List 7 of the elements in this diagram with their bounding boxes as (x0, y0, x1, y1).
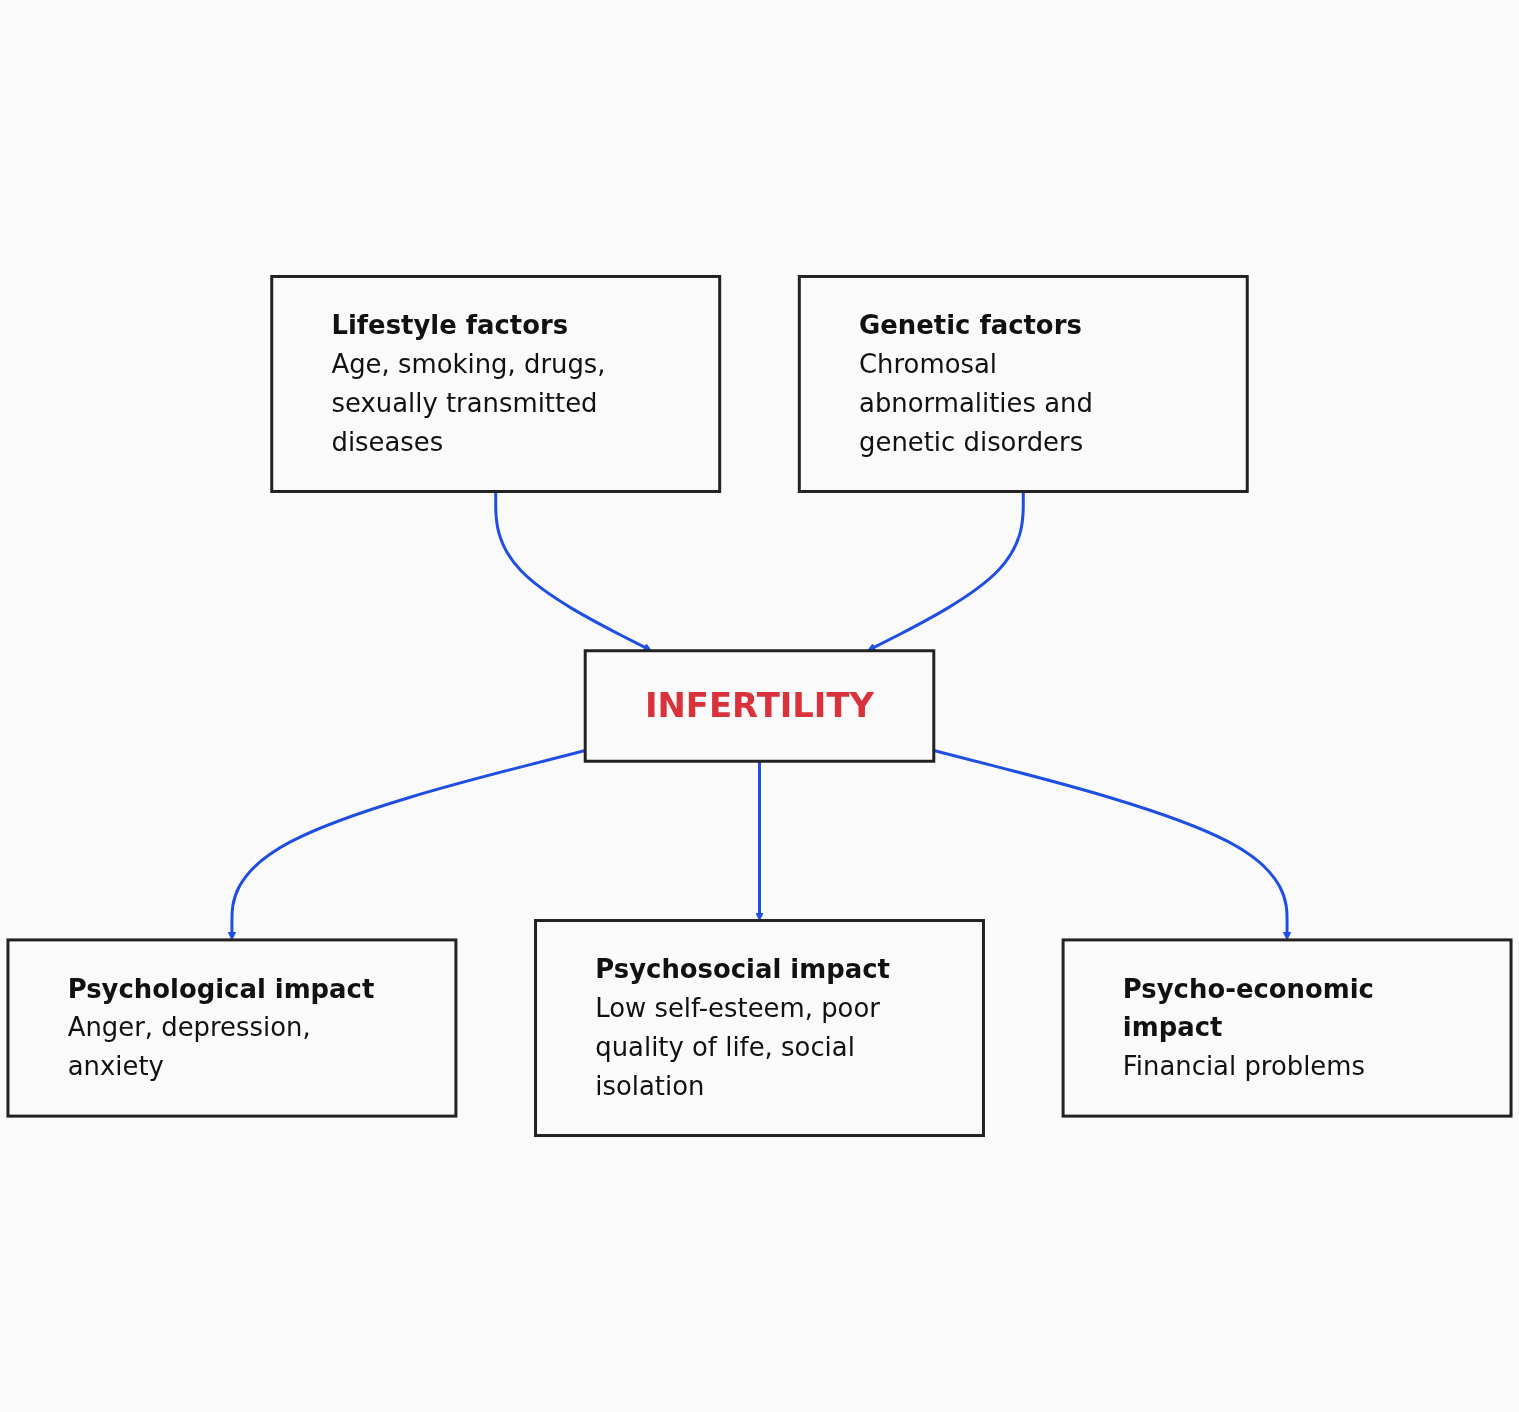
node-box: Psycho-economic impact Financial problems (1061, 938, 1513, 1118)
arrow (755, 761, 764, 921)
node-box: Lifestyle factors Age, smoking, drugs, sexually transmitted diseases (270, 275, 722, 493)
node-box: Psychosocial impact Low self-esteem, poor quality of life, social isolation (534, 919, 985, 1137)
node-box: Genetic factors Chromosal abnormalities and genetic disorders (797, 275, 1249, 493)
node-box: INFERTILITY (583, 649, 936, 763)
node-box: Psychological impact Anger, depression, anxiety (6, 938, 458, 1118)
